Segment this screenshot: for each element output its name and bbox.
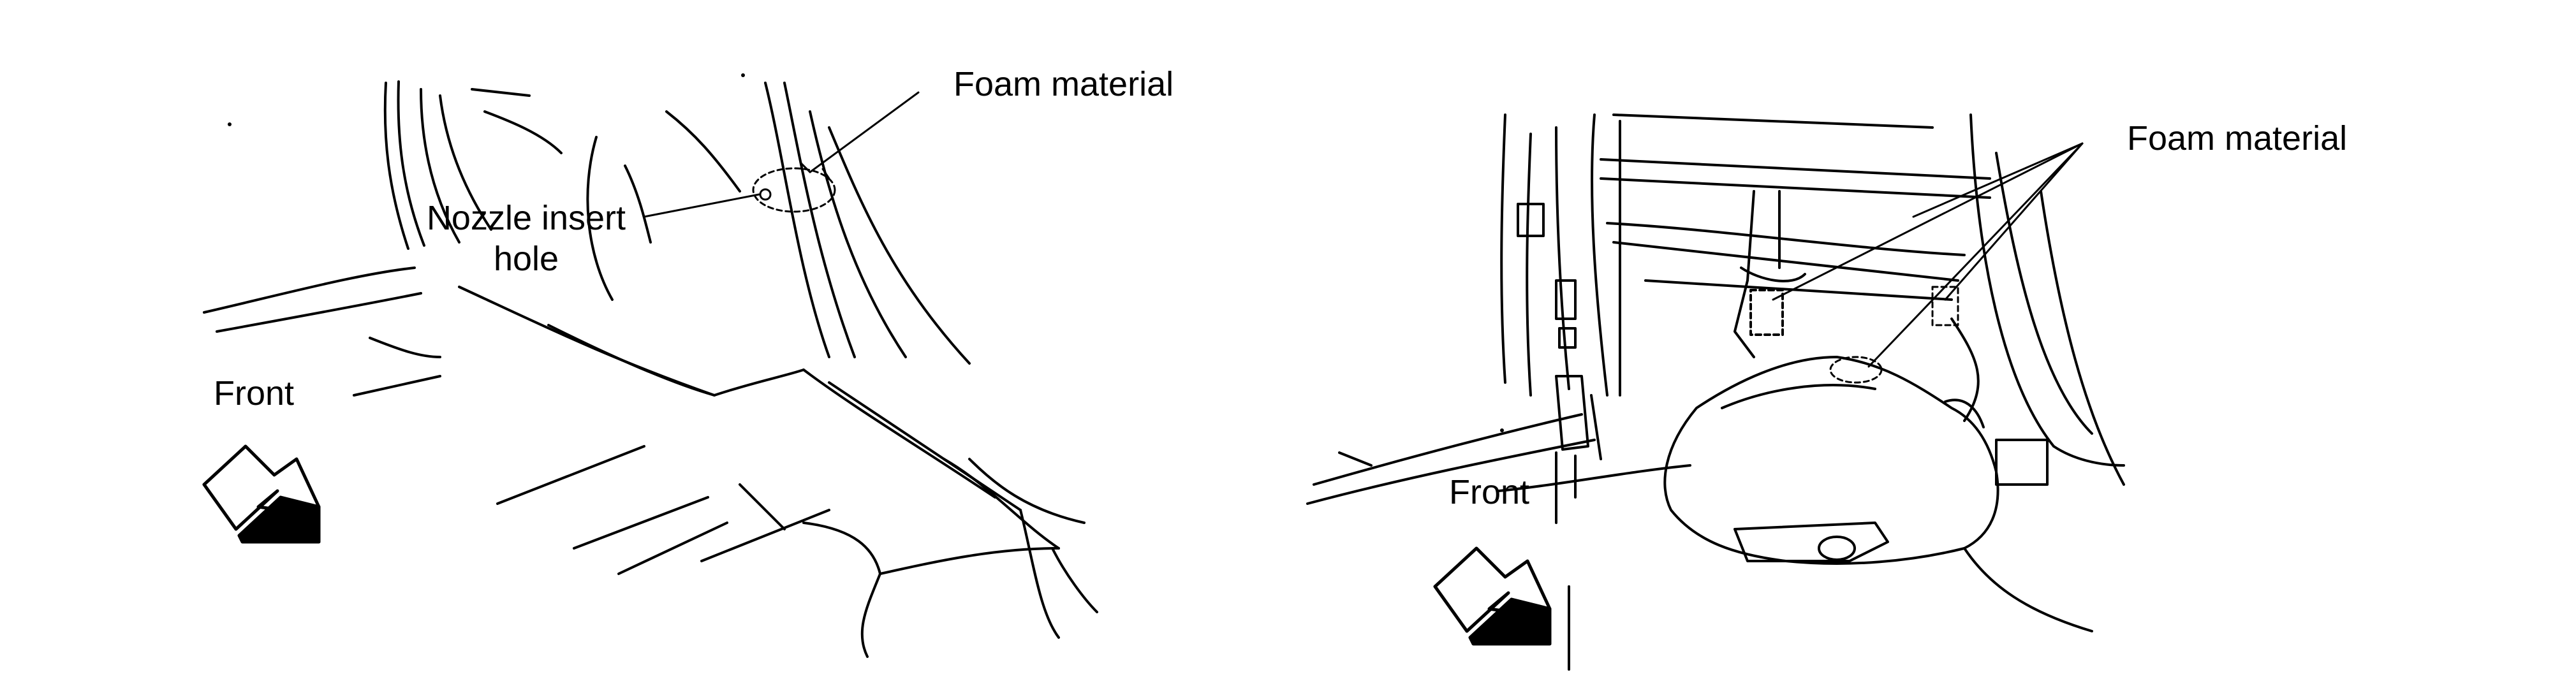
nozzle-insert-hole-label: Nozzle insert hole	[411, 198, 641, 279]
left-front-arrow-icon	[202, 444, 321, 544]
nozzle-label-line2: hole	[493, 240, 559, 278]
nozzle-label-line1: Nozzle insert	[426, 199, 626, 237]
left-front-label: Front	[214, 374, 295, 412]
right-foam-material-label: Foam material	[2127, 119, 2348, 157]
left-foam-material-label: Foam material	[953, 65, 1174, 103]
right-front-arrow-icon	[1433, 546, 1552, 646]
right-illustration	[1306, 113, 2125, 671]
right-front-label: Front	[1449, 473, 1530, 511]
left-illustration	[203, 80, 1098, 658]
